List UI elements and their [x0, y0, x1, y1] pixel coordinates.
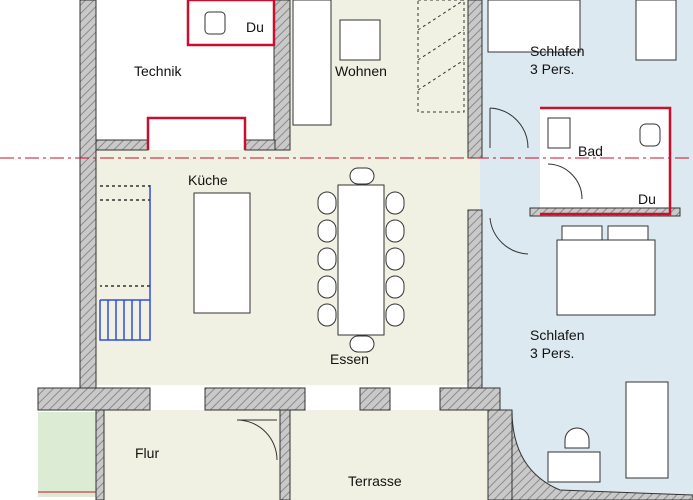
stair-icon [99, 185, 151, 341]
chair-icon [317, 303, 337, 327]
label-kueche: Küche [188, 172, 228, 188]
floor-garden [38, 412, 96, 497]
label-du-top: Du [246, 19, 264, 35]
door-swing-icon [236, 107, 583, 461]
label-schlafen-top-2: 3 Pers. [530, 61, 574, 77]
wall-flur-left [95, 409, 105, 500]
chair-icon [349, 335, 375, 353]
bad-outline [540, 106, 672, 216]
label-technik: Technik [134, 63, 182, 79]
chair-icon [385, 275, 405, 299]
label-schlafen-top-1: Schlafen [530, 43, 584, 59]
label-essen: Essen [330, 351, 369, 367]
label-wohnen: Wohnen [335, 63, 387, 79]
desk [547, 451, 601, 483]
wall-technik-bottom-b [244, 139, 276, 151]
label-du-right: Du [638, 191, 656, 207]
kitchen-island [193, 192, 251, 314]
chair-icon [385, 219, 405, 243]
walls [37, 0, 693, 500]
chair-icon [564, 427, 590, 449]
wall-bottom-mid-b [359, 387, 391, 411]
wall-center-right-low [467, 209, 483, 389]
chair-icon [385, 247, 405, 271]
room-labels: Technik Du Wohnen Schlafen 3 Pers. Bad D… [134, 19, 656, 489]
furniture [193, 0, 677, 483]
chair-icon [349, 167, 375, 185]
chair-icon [317, 219, 337, 243]
wall-flur-right [279, 409, 291, 500]
pillow [607, 225, 649, 241]
pillow [561, 225, 603, 241]
chair-icon [385, 191, 405, 215]
chair-icon [385, 303, 405, 327]
sink [547, 117, 571, 149]
wall-bottom-left [37, 387, 151, 411]
wall-bottom-mid [204, 387, 306, 411]
wall-curved-corner [511, 409, 693, 500]
bed-icon [487, 0, 581, 53]
coffee-table [339, 19, 381, 61]
sofa-icon [292, 0, 332, 126]
bed-icon [625, 381, 669, 479]
dining-table [337, 184, 385, 336]
bed-icon [556, 239, 656, 316]
label-terrasse: Terrasse [348, 473, 402, 489]
wall-bottom-right [439, 387, 501, 411]
chair-icon [317, 275, 337, 299]
wall-technik-bottom [95, 139, 149, 151]
label-flur: Flur [135, 445, 159, 461]
label-schlafen-bottom-1: Schlafen [530, 327, 584, 343]
label-bad: Bad [578, 143, 603, 159]
bed-icon [635, 0, 677, 61]
wall-left [79, 0, 97, 389]
toilet-icon [204, 11, 226, 35]
wall-bed-divider [529, 207, 681, 217]
chair-icon [317, 247, 337, 271]
wall-terrasse-right [487, 409, 513, 500]
label-schlafen-bottom-2: 3 Pers. [530, 345, 574, 361]
toilet-icon [639, 123, 661, 147]
floor-kueche-essen [96, 150, 480, 385]
wall-center-right [467, 0, 483, 159]
technik-red-line [146, 116, 247, 150]
wall-technik-right [273, 0, 291, 151]
stair-icon [417, 0, 465, 113]
du-top-outline [186, 0, 276, 47]
floor-terrasse [288, 410, 488, 500]
floor-flur [96, 410, 288, 500]
chair-icon [317, 191, 337, 215]
